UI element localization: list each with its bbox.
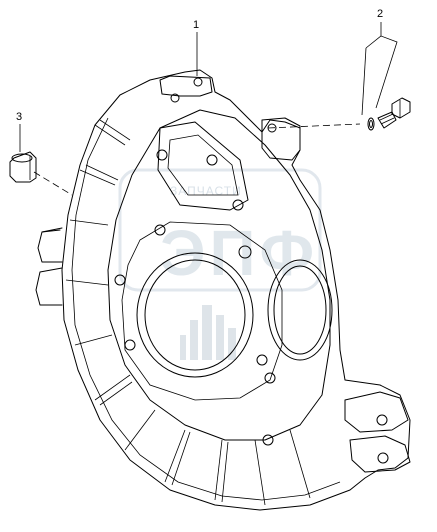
callout-3: 3 bbox=[16, 111, 22, 123]
watermark: ЗАПЧАСТИ ЭПФ bbox=[118, 168, 322, 360]
callout-1: 1 bbox=[193, 19, 199, 31]
callout-labels: 1 2 3 bbox=[16, 8, 383, 123]
watermark-text-top: ЗАПЧАСТИ bbox=[170, 184, 242, 198]
leader-lines bbox=[19, 22, 398, 196]
watermark-emblem bbox=[180, 305, 236, 360]
bolt-with-washer bbox=[367, 97, 411, 131]
watermark-logo: ЭПФ bbox=[160, 217, 318, 289]
flywheel-housing bbox=[35, 69, 411, 511]
callout-2: 2 bbox=[377, 8, 383, 20]
plug-bushing bbox=[9, 151, 37, 183]
